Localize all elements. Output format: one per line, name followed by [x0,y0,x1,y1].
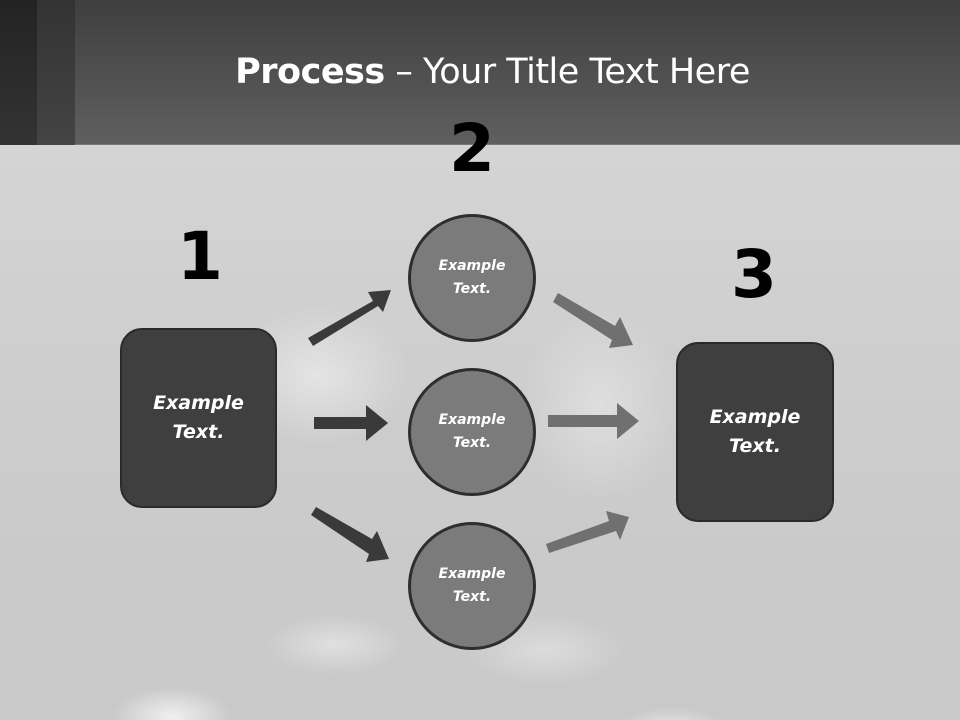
circle-top-text: Example Text. [439,255,506,301]
circle-bottom-line2: Text. [452,589,492,605]
step-1-text-line1: Example [153,392,244,414]
step-number-1: 1 [177,218,223,295]
circle-middle-line2: Text. [452,435,492,451]
arrow-up-right-icon [546,511,629,553]
title-bold: Process [235,52,385,92]
step-3-text-line2: Text. [729,435,781,457]
arrow-left-group [308,290,391,562]
step-3-box[interactable]: Example Text. [676,342,834,522]
arrow-up-right-icon [308,290,391,346]
circle-top-line2: Text. [452,281,492,297]
title-rest: – Your Title Text Here [384,52,750,92]
title-bar: Process – Your Title Text Here [0,0,960,145]
step-2-circle-bottom[interactable]: Example Text. [408,522,536,650]
arrow-right-icon [548,403,639,439]
step-1-box[interactable]: Example Text. [120,328,277,508]
slide-title[interactable]: Process – Your Title Text Here [0,52,960,92]
step-1-box-text: Example Text. [153,389,244,447]
step-2-circle-middle[interactable]: Example Text. [408,368,536,496]
accent-band-mid [37,0,75,145]
step-1-text-line2: Text. [172,421,225,443]
circle-bottom-line1: Example [438,566,506,582]
circle-top-line1: Example [438,258,506,274]
arrow-down-right-icon [553,293,633,348]
circle-bottom-text: Example Text. [439,563,506,609]
step-2-circle-top[interactable]: Example Text. [408,214,536,342]
circle-middle-text: Example Text. [439,409,506,455]
step-number-2: 2 [449,110,495,187]
step-3-text-line1: Example [709,406,801,428]
circle-middle-line1: Example [438,412,506,428]
arrow-right-icon [314,405,388,441]
step-3-box-text: Example Text. [710,403,801,461]
arrow-right-group [546,293,639,553]
step-number-3: 3 [731,236,777,313]
arrow-down-right-icon [311,507,389,562]
accent-band-dark [0,0,37,145]
